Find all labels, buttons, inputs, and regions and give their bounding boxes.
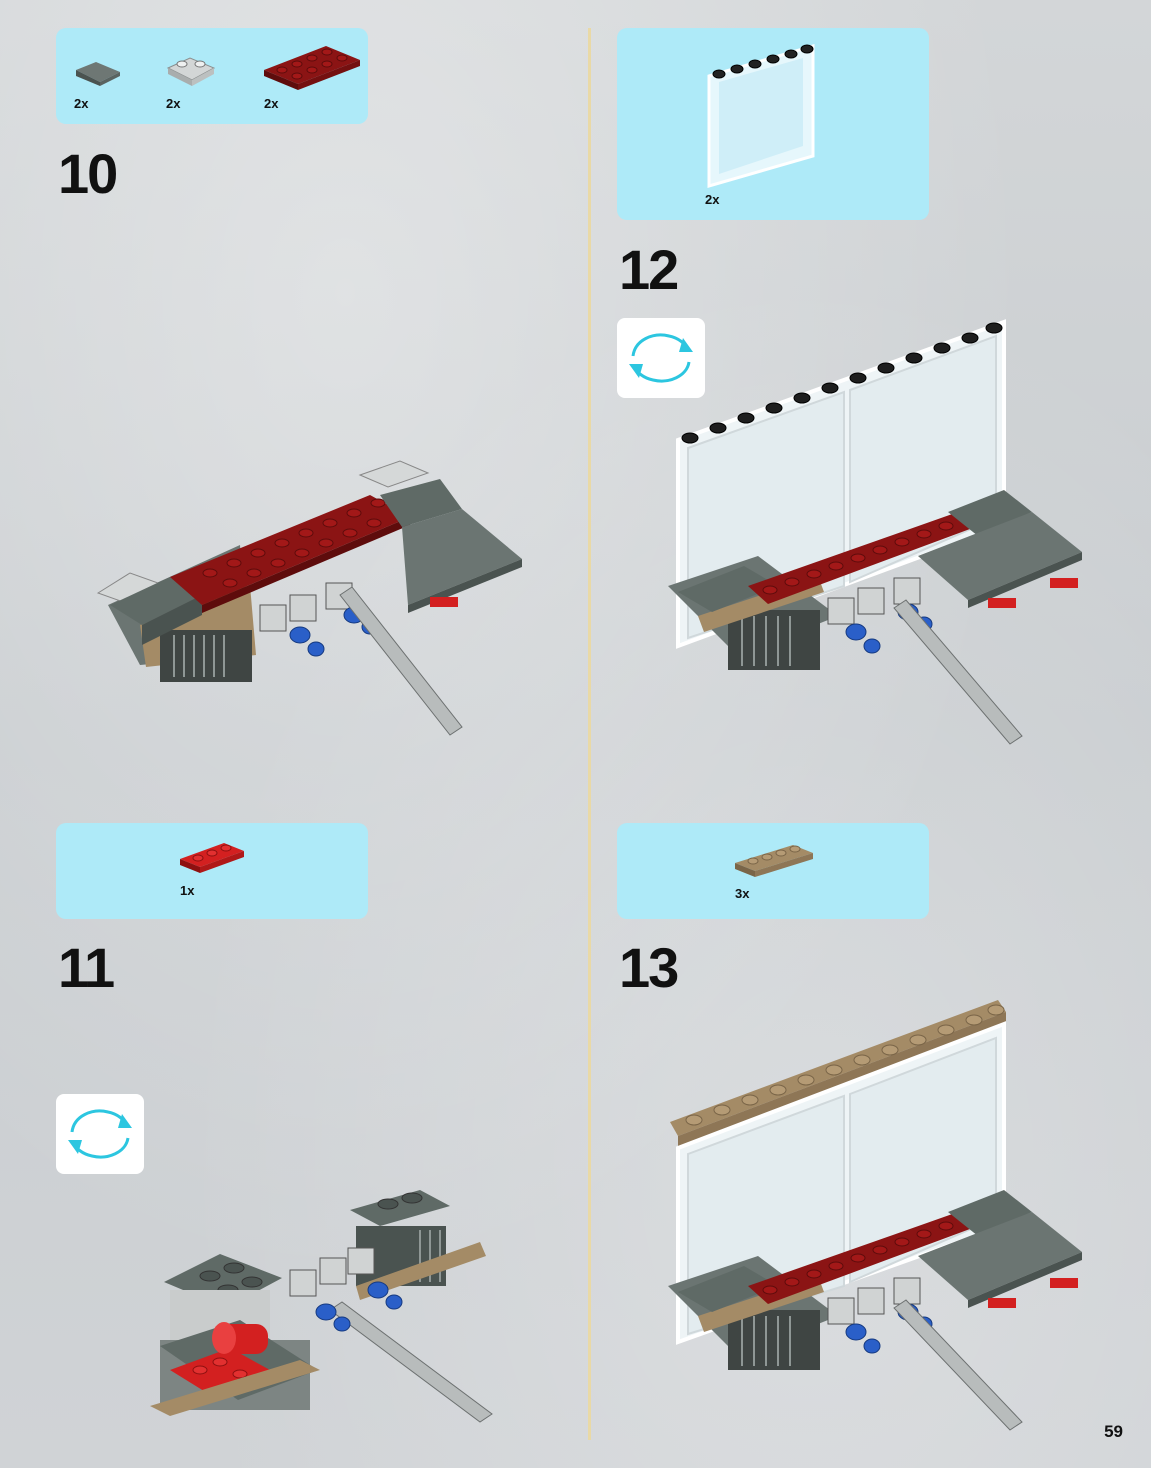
step-11-model-illustration — [120, 1170, 510, 1440]
dark-red-plate-2x4-icon — [260, 40, 364, 96]
parts-callout-step-13: 3x — [617, 823, 929, 919]
part-qty: 2x — [74, 96, 88, 111]
parts-callout-step-10: 2x 2x 2x — [56, 28, 368, 124]
part-qty: 2x — [705, 192, 719, 207]
part-qty: 2x — [166, 96, 180, 111]
part-qty: 3x — [735, 886, 749, 901]
step-number: 13 — [619, 940, 677, 996]
rotate-model-callout — [56, 1094, 144, 1174]
clear-panel-1x6x5-icon — [701, 36, 831, 196]
step-number: 11 — [58, 940, 113, 996]
red-plate-1x3-icon — [176, 839, 248, 879]
part-qty: 2x — [264, 96, 278, 111]
parts-callout-step-12: 2x — [617, 28, 929, 220]
step-number: 12 — [619, 242, 677, 298]
step-13-model-illustration — [658, 996, 1098, 1436]
tan-plate-1x4-icon — [731, 841, 817, 881]
column-divider — [588, 28, 591, 1440]
dark-grey-slope-icon — [72, 56, 124, 88]
parts-callout-step-11: 1x — [56, 823, 368, 919]
step-10-model-illustration — [90, 455, 530, 755]
page-number: 59 — [1104, 1422, 1123, 1442]
step-number: 10 — [58, 146, 116, 202]
step-12-model-illustration — [658, 316, 1098, 746]
light-grey-bracket-icon — [162, 50, 222, 90]
part-qty: 1x — [180, 883, 194, 898]
rotate-model-icon — [56, 1094, 144, 1174]
